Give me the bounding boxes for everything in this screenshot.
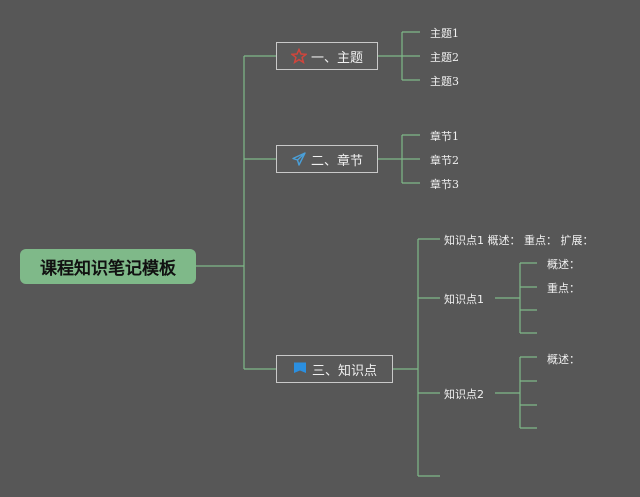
branch-chapter-label: 二、章节 bbox=[310, 153, 363, 169]
branch-topic-label: 一、主题 bbox=[310, 50, 363, 66]
paper-plane-icon bbox=[291, 151, 307, 167]
knowledge-point-2-overview[interactable]: 概述： bbox=[547, 353, 580, 366]
knowledge-point-1-overview[interactable]: 概述： bbox=[547, 258, 580, 271]
chapter-item-1[interactable]: 章节1 bbox=[430, 130, 459, 143]
topic-item-3[interactable]: 主题3 bbox=[430, 75, 459, 88]
topic-item-2[interactable]: 主题2 bbox=[430, 51, 459, 64]
branch-topic[interactable]: 一、主题 bbox=[276, 42, 378, 70]
knowledge-point-2[interactable]: 知识点2 bbox=[444, 388, 484, 401]
knowledge-summary[interactable]: 知识点1 概述： 重点： 扩展： bbox=[444, 234, 594, 247]
chapter-item-3[interactable]: 章节3 bbox=[430, 178, 459, 191]
star-icon bbox=[290, 48, 307, 64]
knowledge-point-1[interactable]: 知识点1 bbox=[444, 293, 484, 306]
flag-icon bbox=[292, 361, 308, 377]
root-node[interactable]: 课程知识笔记模板 bbox=[20, 249, 196, 284]
knowledge-point-1-key[interactable]: 重点： bbox=[547, 282, 580, 295]
branch-knowledge-label: 三、知识点 bbox=[311, 363, 377, 379]
branch-knowledge[interactable]: 三、知识点 bbox=[276, 355, 393, 383]
branch-chapter[interactable]: 二、章节 bbox=[276, 145, 378, 173]
root-title: 课程知识笔记模板 bbox=[40, 259, 176, 279]
topic-item-1[interactable]: 主题1 bbox=[430, 27, 459, 40]
chapter-item-2[interactable]: 章节2 bbox=[430, 154, 459, 167]
